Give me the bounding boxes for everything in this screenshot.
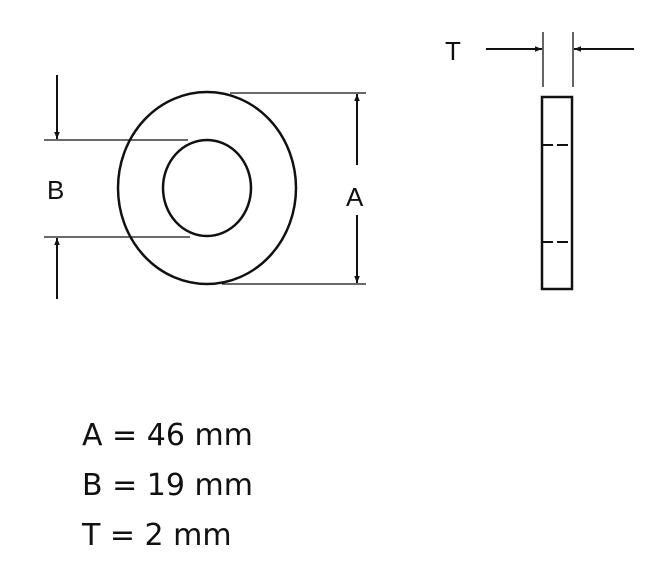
label-a: A — [346, 182, 364, 212]
washer-side-view — [540, 95, 574, 291]
outer-circle — [116, 90, 298, 286]
label-b: B — [47, 175, 64, 205]
spec-t: T = 2 mm — [82, 518, 232, 553]
spec-b: B = 19 mm — [82, 468, 253, 503]
inner-circle — [161, 138, 253, 238]
label-t: T — [445, 36, 461, 66]
spec-a: A = 46 mm — [82, 418, 253, 453]
